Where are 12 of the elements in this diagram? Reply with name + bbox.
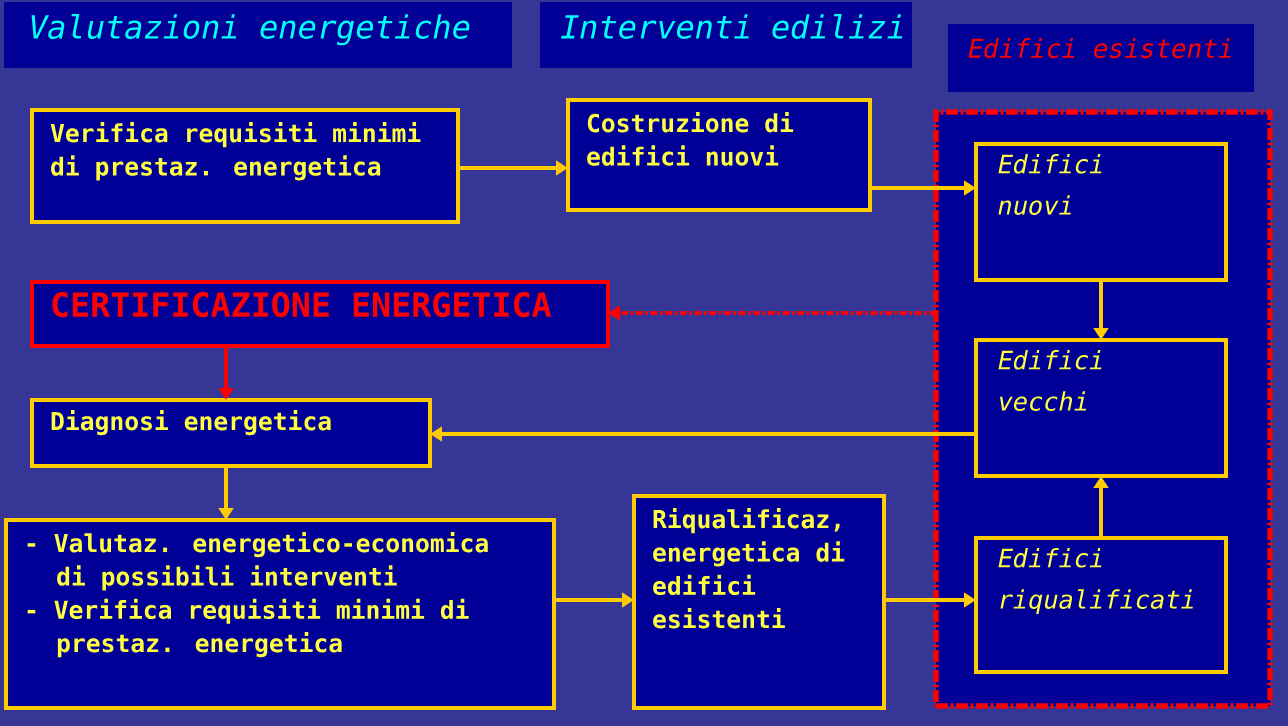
process-box: Costruzione di edifici nuovi	[566, 98, 872, 212]
process-box: Riqualificaz, energetica di edifici esistenti	[632, 494, 886, 710]
process-box: Edifici vecchi	[974, 338, 1228, 478]
header-box: Interventi edilizi	[540, 2, 912, 68]
process-box: CERTIFICAZIONE ENERGETICA	[30, 280, 610, 348]
process-box: - Valutaz. energetico-economica di possibili interventi - Verifica requisiti minimi di prestaz. energetica	[4, 518, 556, 710]
process-box: Diagnosi energetica	[30, 398, 432, 468]
process-box: Verifica requisiti minimi di prestaz. energetica	[30, 108, 460, 224]
header-box: Edifici esistenti	[948, 24, 1254, 92]
process-box: Edifici riqualificati	[974, 536, 1228, 674]
header-box: Valutazioni energetiche	[4, 2, 512, 68]
process-box: Edifici nuovi	[974, 142, 1228, 282]
